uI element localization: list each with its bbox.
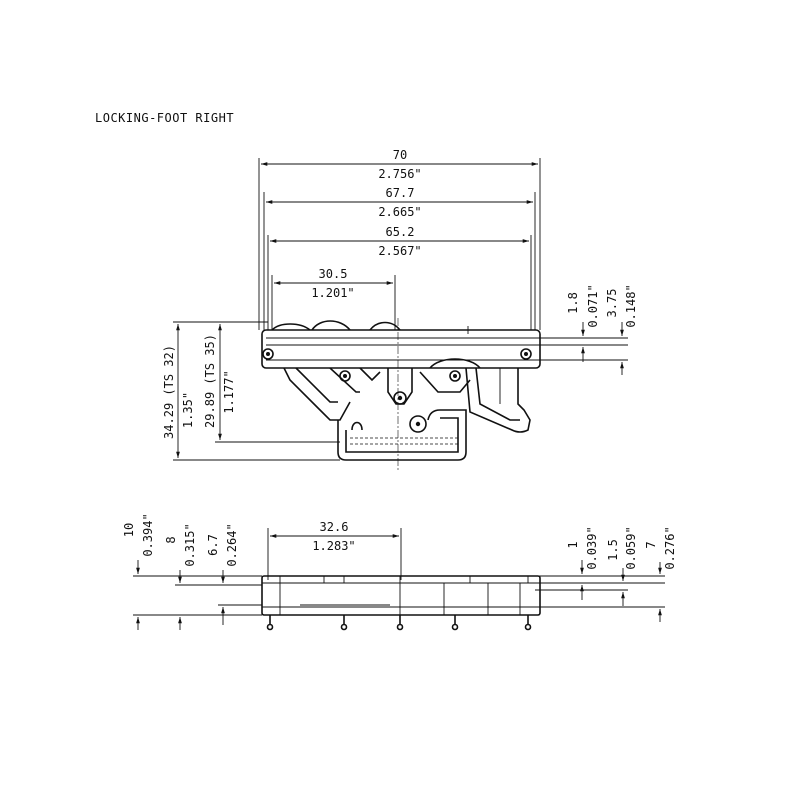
dim-32-6-mm: 32.6 — [320, 520, 349, 534]
top-left-dimensions: 34.29 (TS 32) 1.35" 29.89 (TS 35) 1.177" — [162, 321, 340, 461]
locking-foot-profile — [261, 318, 541, 470]
dim-8-inch: 0.315" — [183, 523, 197, 566]
dim-65-2-mm: 65.2 — [386, 225, 415, 239]
dim-1-mm: 1 — [566, 541, 580, 548]
dim-1-8-inch: 0.071" — [586, 284, 600, 327]
dim-7-inch: 0.276" — [663, 526, 677, 569]
dim-3-75-inch: 0.148" — [624, 284, 638, 327]
dim-32-6-inch: 1.283" — [312, 539, 355, 553]
dim-3-75-mm: 3.75 — [605, 289, 619, 318]
dim-70-inch: 2.756" — [378, 167, 421, 181]
dim-7-mm: 7 — [644, 541, 658, 548]
dim-1-8-mm: 1.8 — [566, 292, 580, 314]
dim-34-29-inch: 1.35" — [181, 392, 195, 428]
dim-10-inch: 0.394" — [141, 513, 155, 556]
side-left-dimensions: 10 0.394" 8 0.315" 6.7 0.264" — [122, 513, 262, 630]
dim-6-7-mm: 6.7 — [206, 534, 220, 556]
dim-29-89-label: 29.89 (TS 35) — [203, 334, 217, 428]
dim-65-2-inch: 2.567" — [378, 244, 421, 258]
dim-30-5-mm: 30.5 — [319, 267, 348, 281]
dim-1-5-mm: 1.5 — [606, 539, 620, 561]
dim-1-inch: 0.039" — [585, 526, 599, 569]
dim-34-29-label: 34.29 (TS 32) — [162, 345, 176, 439]
side-width-dimension: 32.6 1.283" — [267, 520, 402, 580]
dim-10-mm: 10 — [122, 523, 136, 537]
side-view-profile — [261, 575, 541, 631]
dim-67-7-mm: 67.7 — [386, 186, 415, 200]
dim-70-mm: 70 — [393, 148, 407, 162]
side-right-dimensions: 1 0.039" 1.5 0.059" 7 0.276" — [535, 526, 677, 622]
dim-30-5-inch: 1.201" — [311, 286, 354, 300]
side-legs — [266, 615, 532, 631]
dim-29-89-inch: 1.177" — [222, 370, 236, 413]
drawing-title: LOCKING-FOOT RIGHT — [95, 111, 235, 125]
dim-1-5-inch: 0.059" — [624, 526, 638, 569]
dim-67-7-inch: 2.665" — [378, 205, 421, 219]
top-width-dimensions: 70 2.756" 67.7 2.665" 65.2 2.567" 30.5 1… — [258, 148, 541, 330]
dim-8-mm: 8 — [164, 536, 178, 543]
dim-6-7-inch: 0.264" — [225, 523, 239, 566]
